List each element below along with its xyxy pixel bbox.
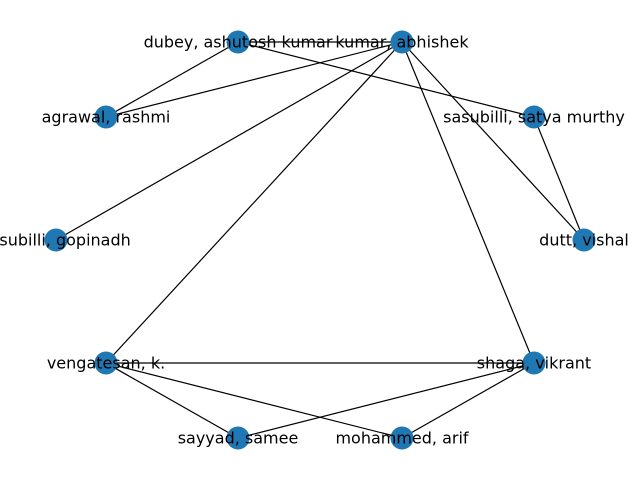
edge-kumar-agrawal bbox=[105, 41, 403, 118]
edge-kumar-shaga bbox=[401, 41, 535, 364]
edge-shaga-mohammed bbox=[401, 362, 535, 439]
node-dutt bbox=[572, 228, 596, 252]
node-gopinadh bbox=[44, 228, 68, 252]
node-sayyad bbox=[226, 426, 250, 450]
node-label-dubey: dubey, ashutosh kumar bbox=[144, 33, 333, 52]
node-mohammed bbox=[390, 426, 414, 450]
edge-dubey-agrawal bbox=[105, 41, 239, 118]
node-shaga bbox=[522, 351, 546, 375]
edge-shaga-sayyad bbox=[237, 362, 535, 439]
node-kumar bbox=[390, 30, 414, 54]
node-label-dutt: dutt, vishal bbox=[539, 231, 629, 250]
node-dubey bbox=[226, 30, 250, 54]
node-vengatesan bbox=[94, 351, 118, 375]
edge-vengatesan-sayyad bbox=[105, 362, 239, 439]
node-satya bbox=[522, 105, 546, 129]
nodes-layer bbox=[44, 30, 596, 450]
node-label-sayyad: sayyad, samee bbox=[178, 429, 299, 448]
edges-layer bbox=[55, 41, 585, 439]
node-label-vengatesan: vengatesan, k. bbox=[47, 354, 165, 373]
node-label-satya: sasubilli, satya murthy bbox=[443, 108, 625, 127]
node-label-agrawal: agrawal, rashmi bbox=[42, 108, 171, 127]
node-label-gopinadh: sasubilli, gopinadh bbox=[0, 231, 131, 250]
edge-kumar-dutt bbox=[401, 41, 585, 241]
node-label-kumar: kumar, abhishek bbox=[335, 33, 469, 52]
edge-dubey-satya bbox=[237, 41, 535, 118]
node-agrawal bbox=[94, 105, 118, 129]
node-label-mohammed: mohammed, arif bbox=[335, 429, 468, 448]
edge-kumar-vengatesan bbox=[105, 41, 403, 364]
edge-kumar-gopinadh bbox=[55, 41, 403, 241]
edge-vengatesan-mohammed bbox=[105, 362, 403, 439]
node-label-shaga: shaga, vikrant bbox=[477, 354, 591, 373]
edge-satya-dutt bbox=[533, 116, 585, 241]
